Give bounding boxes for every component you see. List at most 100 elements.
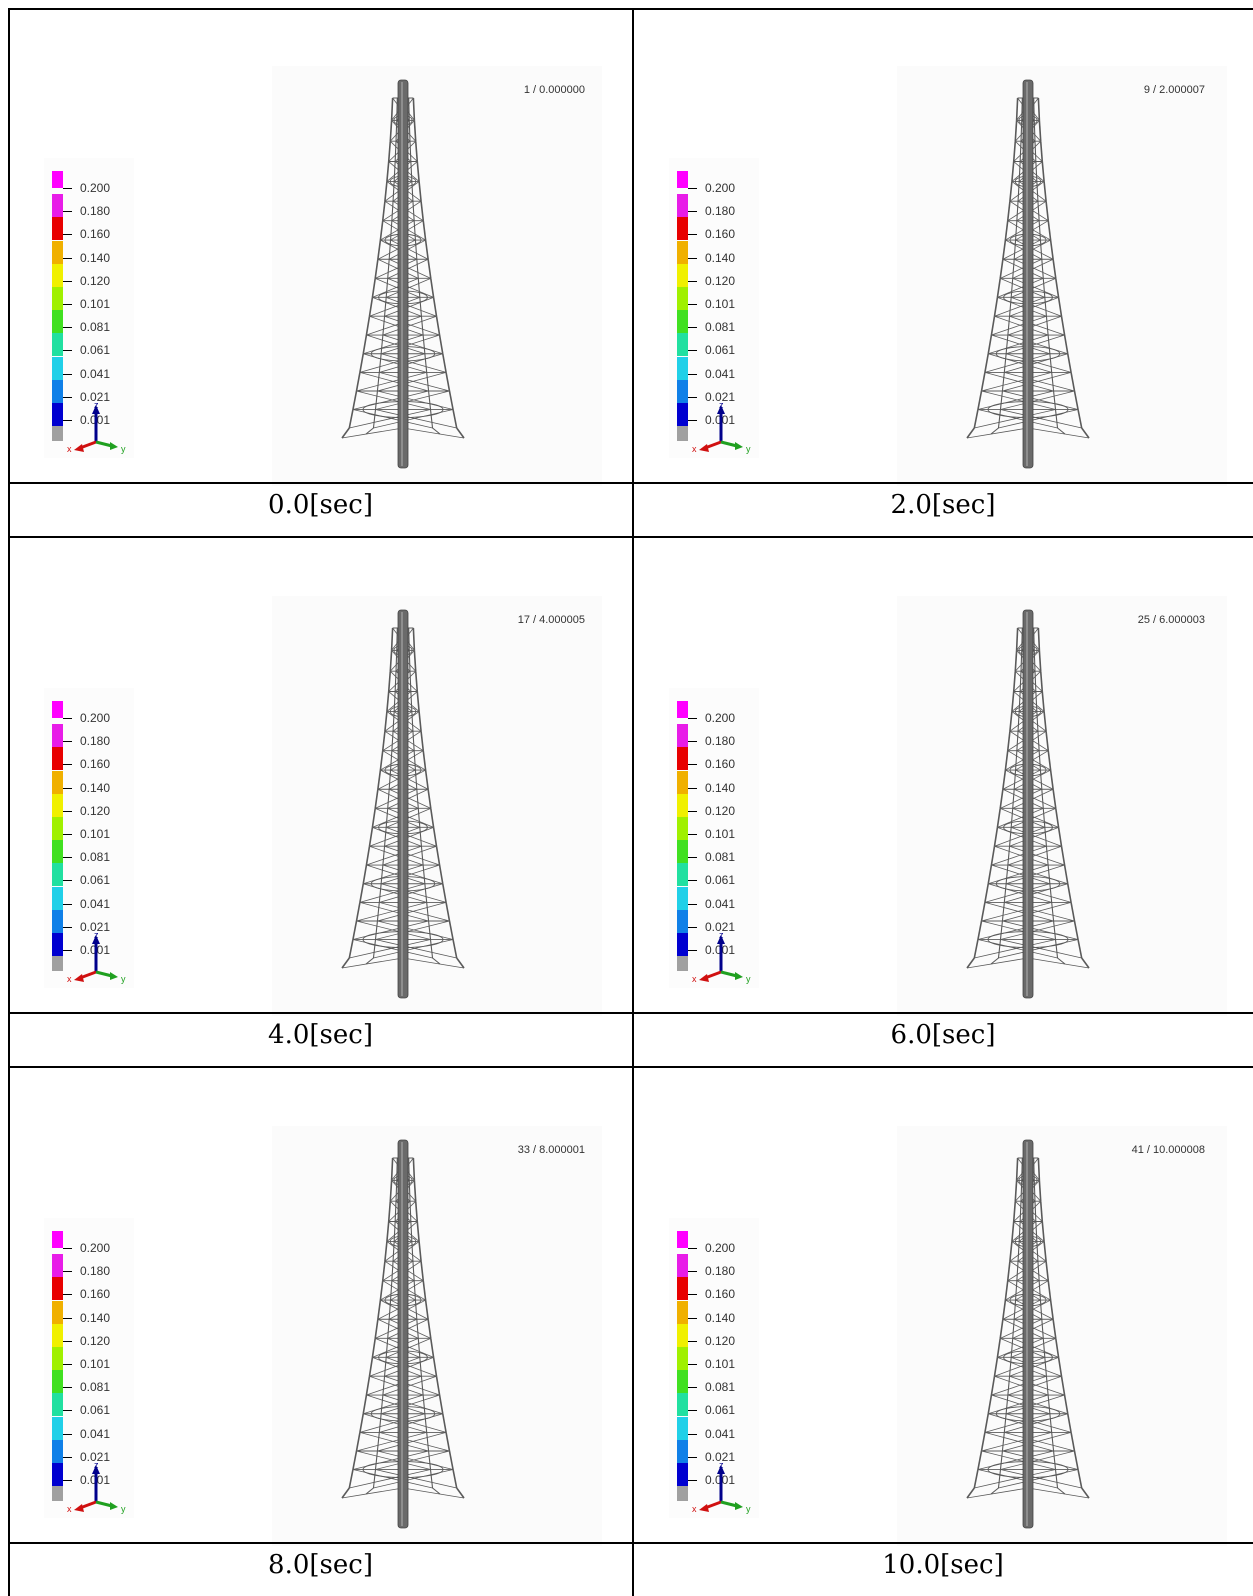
legend-value: 0.200	[80, 181, 111, 195]
legend-value: 0.120	[705, 273, 736, 288]
legend-value: 0.180	[705, 1264, 736, 1279]
legend-tick	[63, 787, 72, 789]
legend-swatch	[677, 933, 688, 956]
frame-time-label: 33 / 8.000001	[517, 1144, 585, 1156]
legend-tick	[63, 857, 72, 859]
legend-swatch	[677, 840, 688, 864]
legend-swatch	[52, 701, 63, 718]
legend-value: 0.061	[80, 343, 111, 358]
legend-swatch	[52, 379, 63, 403]
legend-value: 0.180	[705, 734, 736, 749]
table-border	[8, 8, 1253, 10]
table-border	[8, 1012, 1253, 1014]
legend-tick	[63, 880, 72, 882]
legend-value: 0.140	[705, 780, 736, 795]
legend-swatch	[677, 1323, 688, 1347]
legend-tick	[63, 420, 72, 421]
axis-triad-icon: z x y	[67, 400, 126, 454]
legend-swatch	[677, 1370, 688, 1394]
legend-value: 0.101	[80, 1357, 111, 1371]
legend-swatch	[52, 1300, 63, 1324]
legend-tick	[688, 1433, 697, 1435]
legend-value: 0.120	[80, 1333, 111, 1348]
y-axis-label: y	[746, 444, 751, 454]
x-axis-label: x	[67, 974, 72, 984]
legend-tick	[688, 880, 697, 882]
table-border	[8, 1066, 1253, 1068]
legend-tick	[63, 764, 72, 766]
legend-tick	[63, 926, 72, 928]
legend-swatch	[677, 426, 688, 442]
x-axis-label: x	[692, 1504, 697, 1514]
legend-value: 0.101	[80, 827, 111, 841]
legend-value: 0.081	[80, 850, 111, 865]
frame-time-label: 9 / 2.000007	[1143, 84, 1205, 96]
legend-tick	[63, 1248, 72, 1249]
z-axis-label: z	[719, 930, 724, 940]
legend-swatch	[52, 1231, 63, 1248]
z-axis-label: z	[719, 400, 724, 410]
frame-time-label: 25 / 6.000003	[1137, 614, 1205, 626]
legend-tick	[688, 926, 697, 928]
legend-swatch	[52, 240, 63, 264]
legend-swatch	[52, 747, 63, 771]
legend-tick	[63, 327, 72, 329]
legend-tick	[63, 211, 72, 213]
legend-tick	[688, 396, 697, 398]
legend-swatch	[677, 1486, 688, 1502]
legend-value: 0.200	[80, 1241, 111, 1255]
legend-value: 0.160	[705, 227, 736, 242]
legend-swatch	[677, 817, 688, 840]
legend-swatch	[52, 1463, 63, 1486]
legend-tick	[688, 257, 697, 259]
legend-tick	[63, 1433, 72, 1435]
results-table: 1 / 0.000000 0.200 0.180 0.160 0.140 0.120 0.…	[8, 8, 1253, 1596]
legend-tick	[688, 280, 697, 282]
legend-value: 0.160	[705, 1287, 736, 1302]
y-axis-label: y	[746, 974, 751, 984]
legend-value: 0.200	[705, 181, 736, 195]
legend-value: 0.041	[705, 1426, 736, 1441]
legend-tick	[688, 304, 697, 305]
frame-time-label: 1 / 0.000000	[523, 84, 585, 96]
legend-tick	[63, 188, 72, 189]
legend-value: 0.140	[80, 780, 111, 795]
legend-swatch	[677, 909, 688, 933]
legend-tick	[63, 1410, 72, 1412]
legend-swatch	[677, 240, 688, 264]
legend-value: 0.061	[705, 873, 736, 888]
legend-tick	[688, 1364, 697, 1365]
legend-tick	[63, 741, 72, 743]
legend-value: 0.021	[80, 1449, 111, 1464]
legend-tick	[63, 350, 72, 352]
legend-tick	[63, 1364, 72, 1365]
axis-triad-icon: z x y	[692, 1460, 751, 1514]
legend-swatch	[52, 1486, 63, 1502]
legend-value: 0.180	[80, 1264, 111, 1279]
legend-swatch	[52, 724, 63, 748]
legend-swatch	[677, 724, 688, 748]
legend-tick	[63, 280, 72, 282]
legend-tick	[688, 1480, 697, 1481]
legend-tick	[688, 350, 697, 352]
legend-tick	[688, 1271, 697, 1273]
legend-value: 0.021	[705, 389, 736, 404]
y-axis-label: y	[746, 1504, 751, 1514]
x-axis-label: x	[67, 444, 72, 454]
legend-swatch	[677, 1254, 688, 1278]
legend-value: 0.120	[705, 803, 736, 818]
legend-swatch	[52, 933, 63, 956]
legend-tick	[688, 420, 697, 421]
legend-swatch	[677, 333, 688, 357]
table-border	[8, 8, 10, 1596]
legend-value: 0.041	[705, 896, 736, 911]
time-caption: 0.0[sec]	[268, 490, 373, 520]
legend-tick	[63, 1340, 72, 1342]
legend-tick	[63, 304, 72, 305]
legend-swatch	[52, 840, 63, 864]
legend-swatch	[677, 310, 688, 334]
z-axis-label: z	[719, 1460, 724, 1470]
legend-tick	[688, 1340, 697, 1342]
frame-time-label: 41 / 10.000008	[1131, 1144, 1205, 1156]
